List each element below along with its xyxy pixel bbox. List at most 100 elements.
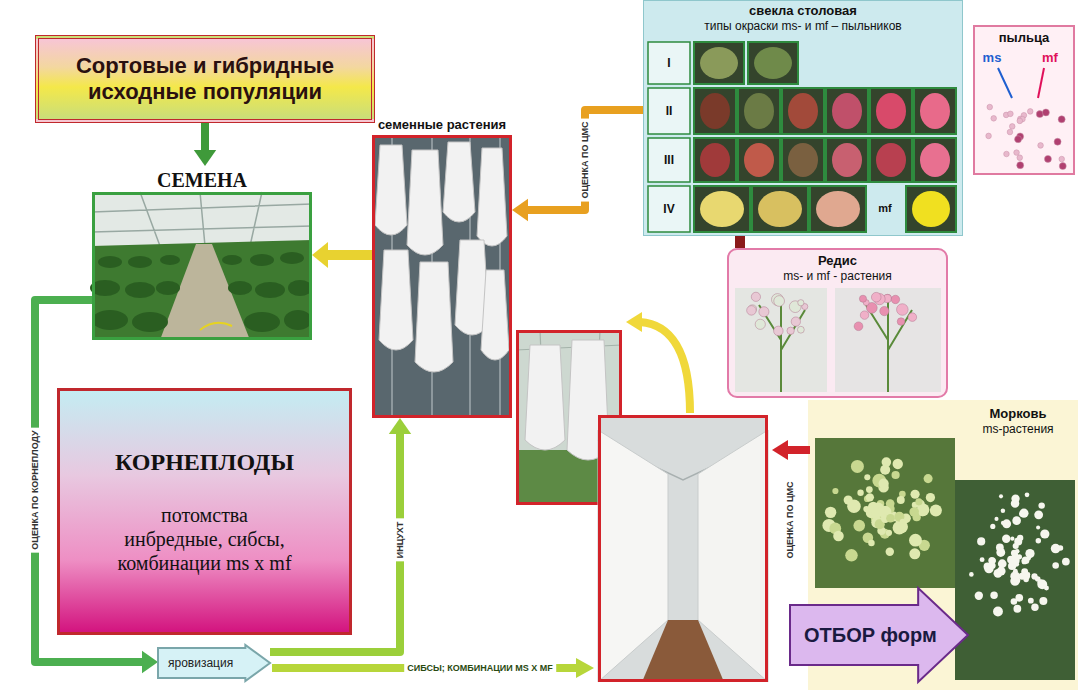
anther-photo — [782, 88, 824, 134]
umbel-flower — [1007, 556, 1015, 564]
greenhouse-photo — [222, 255, 242, 265]
layout-arrows — [772, 440, 788, 460]
umbel-flower — [1009, 558, 1014, 563]
umbel-flower — [864, 474, 870, 480]
node-title: Морковь — [990, 406, 1047, 422]
text-label: I — [667, 56, 670, 70]
umbel-flower — [893, 459, 903, 469]
anther — [700, 47, 738, 79]
anther-photo — [694, 88, 736, 134]
selection-arrow: ОТБОР форм — [790, 588, 968, 682]
seeds-node: СЕМЕНА — [92, 166, 312, 342]
umbel-flower — [980, 557, 985, 562]
umbel-flower — [1010, 537, 1014, 541]
panel-grounds — [643, 0, 1078, 690]
greenhouse-photo — [92, 240, 312, 340]
anther-photo — [826, 88, 868, 134]
umbel-flower — [909, 507, 919, 517]
anther-photo — [914, 88, 956, 134]
umbel-flower — [1038, 502, 1044, 508]
umbel-flower — [886, 514, 895, 523]
umbel-flower — [984, 562, 992, 570]
seed-plants-photo — [372, 135, 512, 418]
umbel-flower — [1058, 545, 1063, 550]
umbel-flower — [977, 537, 985, 545]
flower — [891, 295, 899, 303]
layout-arrows — [786, 446, 810, 454]
umbel-flower — [1040, 529, 1049, 538]
umbel-flower — [1014, 538, 1022, 546]
umbel-flower — [909, 548, 920, 559]
edge-label: ОЦЕНКА ПО ЦМС — [580, 118, 591, 201]
greenhouse-photo — [90, 192, 312, 340]
pollen-grain — [1017, 118, 1023, 124]
umbel-flower — [879, 478, 889, 488]
umbel-flower — [930, 504, 942, 516]
node-body: типы окраски ms- и mf – пыльников — [704, 19, 901, 33]
source-populations-box: Сортовые и гибридные исходные популяции — [35, 35, 375, 123]
text-label: III — [664, 153, 674, 167]
greenhouse-photo — [94, 194, 311, 339]
text-label: IV — [663, 202, 674, 216]
umbel-flower — [1022, 556, 1030, 564]
flower — [774, 326, 784, 336]
greenhouse-photo — [284, 310, 312, 330]
umbel-flower — [1025, 492, 1030, 497]
node-title: яровизация — [168, 656, 233, 670]
umbel-flower — [868, 502, 879, 513]
flower — [798, 300, 804, 306]
umbel-flower — [1002, 534, 1010, 542]
layout-arrows — [626, 312, 642, 332]
layout-arrows — [640, 322, 690, 413]
anther — [788, 93, 818, 129]
greenhouse-photo — [156, 281, 180, 295]
anther — [700, 93, 730, 129]
arrow-head — [389, 418, 411, 434]
umbel-flower — [1014, 562, 1019, 567]
umbel-flower — [990, 524, 995, 529]
greenhouse-photo — [200, 323, 232, 330]
umbel-flower — [1052, 562, 1059, 569]
umbel-flower — [825, 507, 836, 518]
node-title: пыльца — [999, 30, 1050, 46]
umbel-flower — [1036, 525, 1040, 529]
umbel-flower — [1028, 598, 1034, 604]
umbel-flower — [990, 591, 997, 598]
greenhouse-photo — [92, 192, 312, 246]
arrow-head — [312, 242, 328, 268]
pollen-grain — [1015, 136, 1022, 143]
umbel-flower — [994, 517, 998, 521]
anther — [920, 93, 950, 129]
panel-grounds — [727, 248, 948, 398]
corridor-photo — [600, 417, 767, 681]
flower — [755, 319, 765, 329]
panel-grounds — [643, 0, 963, 236]
flower — [897, 304, 909, 316]
flower — [880, 306, 889, 315]
umbel-flower — [1062, 558, 1070, 566]
anther-photo — [694, 42, 744, 84]
greenhouse-photo — [160, 255, 180, 265]
connector — [201, 123, 209, 151]
pollen-panel: пыльца — [973, 25, 1075, 175]
umbel-flower — [833, 531, 844, 542]
arrow-outline — [158, 645, 270, 681]
node-title: семенные растения — [378, 117, 506, 133]
layout-arrows — [272, 312, 810, 678]
vernalization-arrow: яровизация — [158, 645, 270, 681]
umbel-flower — [866, 486, 873, 493]
umbel-flower — [1011, 495, 1019, 503]
arrow-head — [194, 150, 216, 166]
pollen-grain — [1058, 116, 1065, 123]
panel-grounds — [973, 25, 1075, 175]
greenhouse-photo — [92, 310, 128, 330]
anther-color-table — [648, 42, 956, 232]
anther — [744, 93, 774, 129]
anther — [744, 143, 774, 177]
pollen-grain — [986, 133, 992, 139]
corridor-photo — [598, 415, 768, 682]
umbel-flower — [1039, 597, 1047, 605]
greenhouse-photo — [125, 282, 155, 298]
text-label: СИБСЫ; КОМБИНАЦИИ MS X MF — [404, 663, 556, 674]
umbel-flower — [1015, 549, 1020, 554]
